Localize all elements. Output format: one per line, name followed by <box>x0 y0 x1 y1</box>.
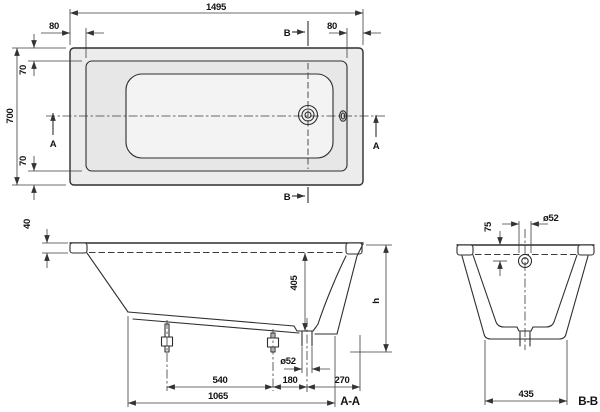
bb-outer-shell <box>461 255 589 340</box>
section-aa: 40 405 h ø52 540 180 <box>22 219 392 408</box>
aa-outer-right-wall <box>336 243 364 335</box>
aa-drain-pipe <box>301 330 313 347</box>
aa-rim-lip-left <box>69 242 88 254</box>
drain-inner-circle <box>304 111 312 119</box>
section-label-a-right: A <box>373 141 380 152</box>
drain <box>297 104 319 126</box>
dim-total-height: h <box>371 298 382 304</box>
section-aa-label: A-A <box>340 396 360 408</box>
bb-dim-overflow-dia: ø52 <box>502 213 559 253</box>
aa-rim-lip-right <box>345 242 363 255</box>
dim-rim-top: 70 <box>18 65 29 75</box>
aa-dim-depth: 405 <box>289 252 308 332</box>
aa-dim-bottom-length: 1065 <box>127 316 336 407</box>
plan-dim-rim-bottom: 70 <box>18 156 82 200</box>
section-bb-label: B-B <box>578 396 598 408</box>
plan-dim-rim-top: 70 <box>18 34 82 76</box>
bb-dim-overflow-height: 75 <box>483 221 507 276</box>
bb-overflow-hole <box>517 253 533 269</box>
dim-inner-depth: 405 <box>289 275 300 291</box>
plan-section-b-markers: B B <box>284 28 306 203</box>
dim-rim-bottom: 70 <box>18 156 29 166</box>
dim-drain-to-end: 270 <box>335 375 350 386</box>
dim-foot-spacing: 540 <box>213 375 228 386</box>
section-bb: 75 ø52 435 B-B <box>456 213 598 408</box>
bb-rim-lip-right <box>577 244 595 256</box>
plan-dim-rim-right: 80 <box>327 21 381 58</box>
overflow-outer <box>339 110 347 122</box>
aa-dim-row: 540 180 270 <box>166 335 361 391</box>
section-label-a-left: A <box>50 139 57 150</box>
aa-dim-drain: ø52 <box>280 347 330 373</box>
section-label-b-top: B <box>284 28 291 39</box>
drain-mid-circle <box>301 108 315 122</box>
dim-rim-height: 40 <box>22 219 33 229</box>
bb-rim-lip-left <box>456 244 474 256</box>
plan-view: 1495 80 80 B B 700 <box>5 2 386 203</box>
dim-rim-left: 80 <box>49 21 59 32</box>
dim-foot-to-drain: 180 <box>283 375 298 386</box>
plan-dim-rim-left: 80 <box>41 21 104 58</box>
aa-dim-height: h <box>350 244 392 353</box>
aa-dim-rim-height: 40 <box>22 219 68 268</box>
dim-overflow-height: 75 <box>483 221 494 232</box>
overflow <box>339 110 347 122</box>
dim-overflow-dia: ø52 <box>543 213 558 224</box>
plan-section-a-markers: A A <box>50 112 380 152</box>
aa-interior-slope <box>86 252 129 313</box>
section-label-b-bottom: B <box>284 192 291 203</box>
dim-rim-right: 80 <box>327 21 337 32</box>
plan-dim-width: 700 <box>5 47 66 186</box>
aa-outer-bottom <box>132 318 338 335</box>
dim-overall-width: 700 <box>5 109 16 124</box>
dim-bottom-width: 435 <box>519 389 535 400</box>
dim-overall-length: 1495 <box>206 2 227 13</box>
bb-drain-pipe <box>519 331 531 347</box>
bb-dim-bottom-width: 435 <box>484 340 568 405</box>
drain-outer-circle <box>297 104 319 126</box>
dim-drain-dia: ø52 <box>280 356 295 367</box>
dim-bottom-length: 1065 <box>208 391 229 402</box>
aa-interior-right-wall <box>317 255 347 325</box>
plan-dim-length: 1495 <box>69 2 364 45</box>
overflow-inner <box>340 112 346 120</box>
